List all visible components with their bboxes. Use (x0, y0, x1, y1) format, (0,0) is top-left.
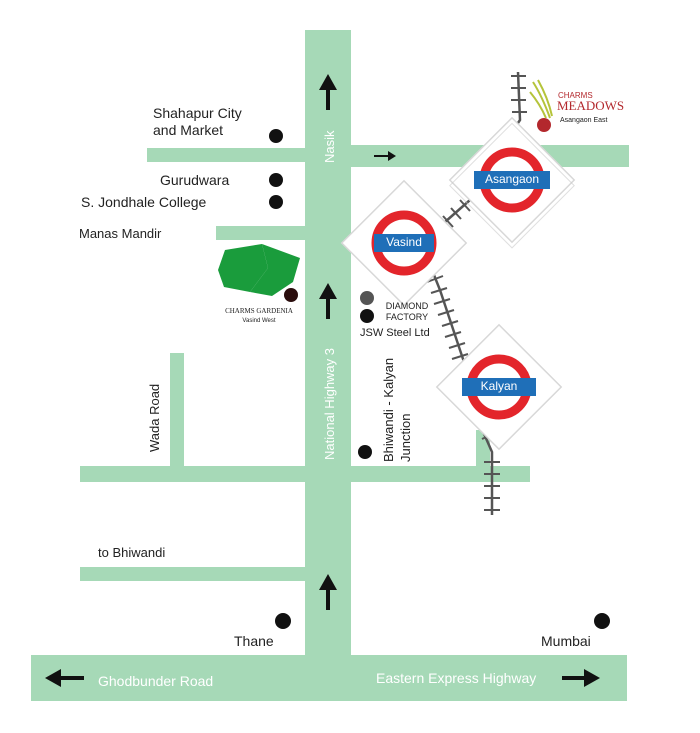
ghodbunder-road-label: Ghodbunder Road (98, 673, 214, 689)
meadows-location: Asangaon East (560, 117, 608, 124)
north-arrow-middle (319, 283, 337, 319)
gurudwara-label: Gurudwara (160, 172, 230, 188)
diamond-factory-label: DIAMOND FACTORY (385, 301, 429, 322)
north-arrow-bottom (319, 574, 337, 610)
bottom-highway (31, 655, 627, 701)
wada-road (170, 353, 184, 468)
national-highway-road (305, 30, 351, 670)
shahapur-road (147, 148, 305, 162)
north-arrow-top (319, 74, 337, 110)
diamond-factory-dot (360, 291, 374, 305)
national-highway-label: National Highway 3 (322, 347, 337, 460)
mumbai-label: Mumbai (541, 633, 591, 649)
nasik-road-label: Nasik (322, 130, 337, 163)
bhiwandi-junction-road (80, 466, 530, 482)
mumbai-dot (594, 613, 610, 629)
meadows-name: MEADOWS (557, 98, 625, 113)
station-kalyan[interactable] (435, 323, 563, 451)
station-asangaon[interactable] (448, 116, 576, 249)
east-arrow-eastern-express (562, 669, 600, 687)
bhiwandi-kalyan-dot (358, 445, 372, 459)
roads (31, 30, 629, 701)
station-vasind[interactable] (340, 179, 468, 307)
meadows-dot (537, 118, 551, 132)
jondhale-dot (269, 195, 283, 209)
manas-mandir-road (216, 226, 305, 240)
jsw-label: JSW Steel Ltd (360, 327, 430, 339)
gurudwara-dot (269, 173, 283, 187)
jsw-dot (360, 309, 374, 323)
wada-road-label: Wada Road (147, 383, 162, 452)
shahapur-label: Shahapur City and Market (153, 105, 242, 138)
thane-label: Thane (234, 633, 274, 649)
east-arrow-nasik (374, 151, 396, 161)
charms-gardenia-logo (218, 244, 300, 296)
location-dots (269, 118, 610, 629)
station-asangaon-label: Asangaon (484, 172, 540, 186)
bhiwandi-kalyan-label: Bhiwandi - Kalyan Junction (381, 357, 413, 462)
meadows-leaf-icon (529, 79, 553, 119)
gardenia-dot (284, 288, 298, 302)
shahapur-dot (269, 129, 283, 143)
west-arrow-ghodbunder (45, 669, 84, 687)
station-vasind-label: Vasind (386, 235, 422, 249)
direction-arrows (45, 74, 600, 687)
station-kalyan-label: Kalyan (480, 379, 518, 393)
gardenia-name: CHARMS GARDENIA (225, 307, 293, 315)
to-bhiwandi-road (80, 567, 305, 581)
thane-dot (275, 613, 291, 629)
gardenia-location: Vasind West (242, 318, 276, 324)
jondhale-label: S. Jondhale College (81, 194, 207, 210)
eastern-express-label: Eastern Express Highway (376, 670, 537, 686)
to-bhiwandi-label: to Bhiwandi (98, 545, 166, 560)
manas-mandir-label: Manas Mandir (79, 226, 162, 241)
meadows-brand: CHARMS (558, 91, 593, 100)
